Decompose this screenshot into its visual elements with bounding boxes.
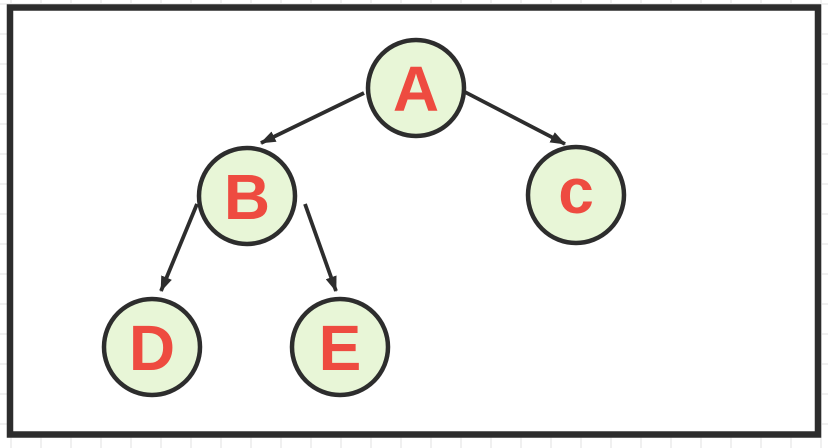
node-d-label: D [129,312,175,384]
node-c: c [525,144,627,246]
node-d-circle [101,296,203,398]
node-a: A [365,37,467,139]
edge-a-c [462,89,566,146]
edge-b-d [159,203,199,292]
edge-group [159,89,566,292]
node-c-circle [525,144,627,246]
node-b-label: B [224,161,270,233]
edge-a-b [260,91,365,145]
node-b-circle [196,145,298,247]
node-d: D [101,296,203,398]
node-a-circle [365,37,467,139]
node-e: E [289,296,391,398]
node-b: B [196,145,298,247]
node-c-label: c [558,155,594,227]
node-a-label: A [393,53,439,125]
edge-b-e [303,203,338,292]
node-e-label: E [319,312,362,384]
node-e-circle [289,296,391,398]
